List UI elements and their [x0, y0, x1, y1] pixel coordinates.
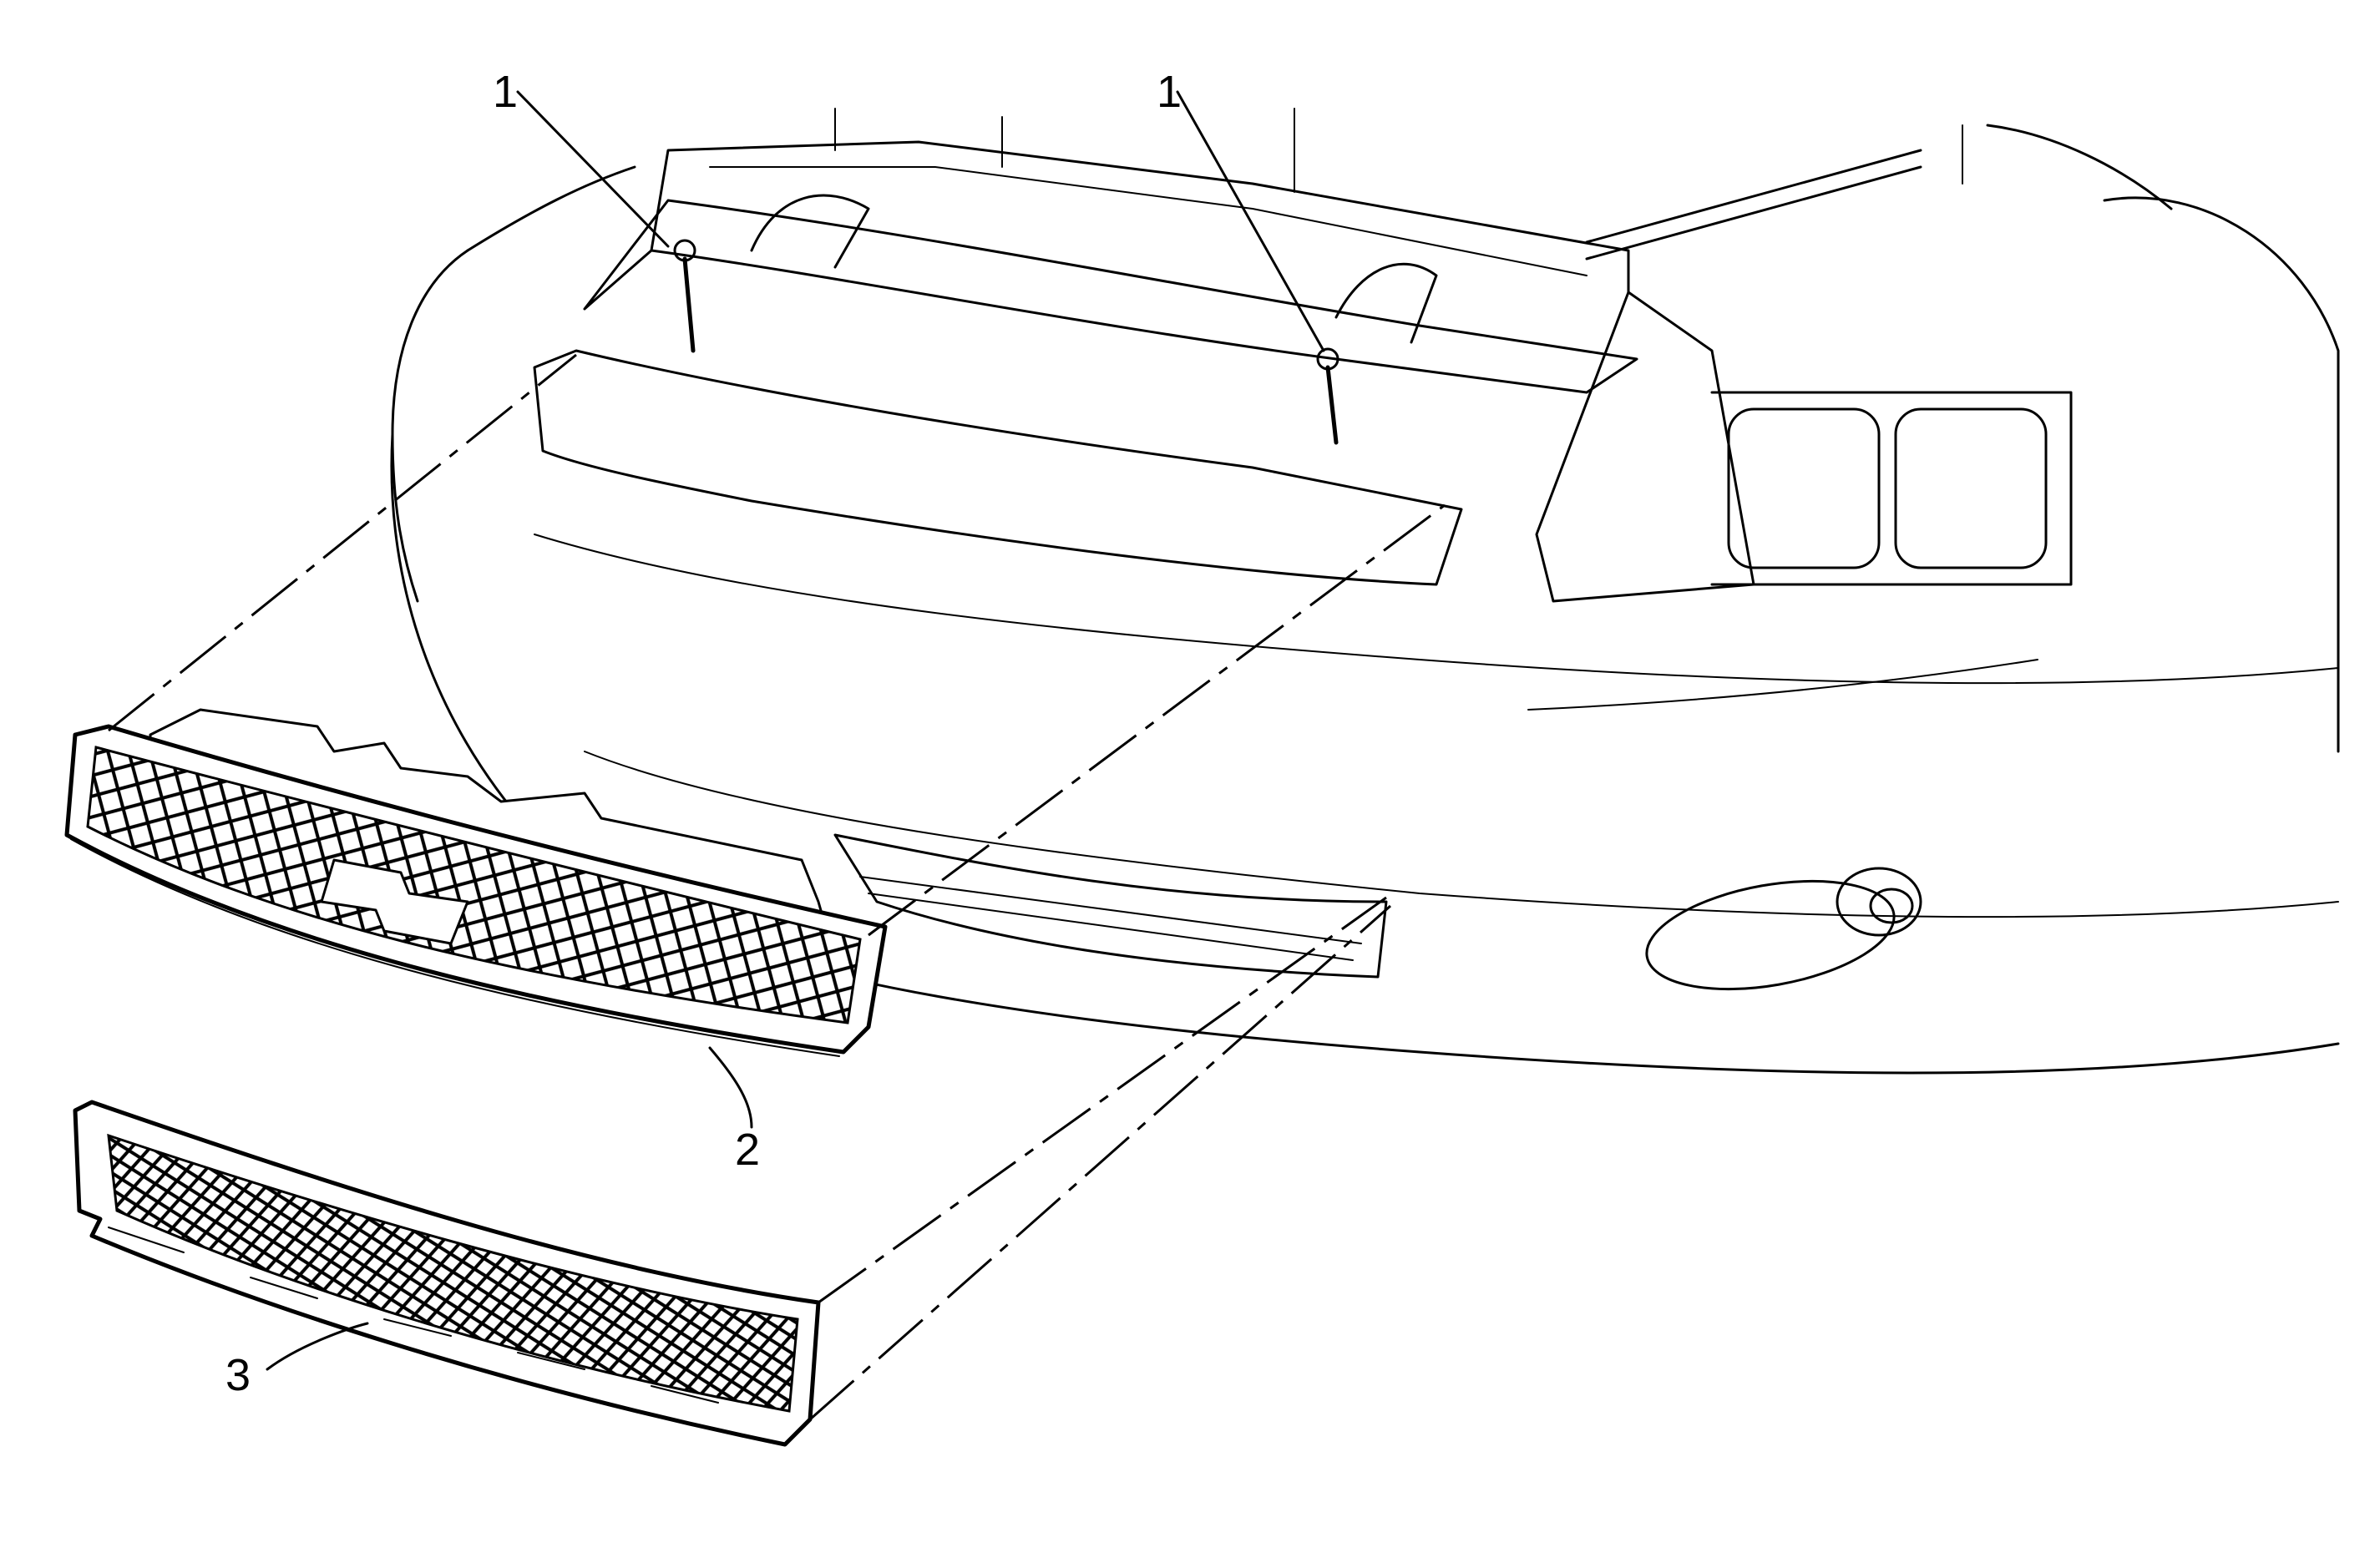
fog-lamp-lens	[1869, 888, 1914, 924]
bumper-lower-line	[584, 751, 2339, 918]
fender-right-outline	[2103, 196, 2340, 753]
radiator-support-rail	[650, 140, 1630, 294]
hood-strut	[1585, 149, 1922, 244]
leader-line-1a	[516, 90, 670, 248]
alignment-line-lower-left	[818, 896, 1387, 1304]
bumper-mid-line	[534, 534, 2339, 685]
fastener-right	[1316, 347, 1339, 445]
callout-1-left: 1	[493, 67, 518, 117]
lower-grille-mesh	[107, 1133, 799, 1413]
lower-grille-slats	[859, 876, 1362, 961]
hood-edge-left	[466, 165, 636, 252]
radiator-support-rail-inner	[709, 166, 1588, 276]
leader-line-3	[266, 1322, 369, 1371]
headlamp-opening-1	[1727, 407, 1881, 569]
upper-grille-mesh	[86, 746, 862, 1024]
alignment-line-lower-right	[809, 904, 1391, 1421]
callout-3: 3	[225, 1350, 251, 1400]
upper-grille-opening	[533, 349, 1463, 586]
fog-lamp-bezel	[1645, 879, 1896, 991]
fastener-left	[673, 239, 696, 353]
vehicle-front-end	[390, 108, 2340, 1075]
upper-grille-part	[64, 708, 888, 1057]
alignment-line-upper-left	[108, 353, 577, 732]
leader-lines	[266, 90, 1325, 1371]
hood-strut-2	[1585, 165, 1922, 261]
center-bracket-right	[1334, 262, 1438, 344]
callout-2: 2	[735, 1125, 760, 1175]
lower-grille-part	[73, 1100, 821, 1447]
radiator-support-upper	[583, 199, 1638, 394]
hood-edge-right	[1986, 124, 2173, 210]
leader-line-2	[708, 1046, 753, 1129]
callout-1-right: 1	[1157, 67, 1182, 117]
leader-line-1b	[1176, 90, 1325, 352]
fender-left-outline	[391, 249, 469, 603]
bumper-crease	[1527, 659, 2038, 711]
alignment-lines	[108, 353, 1446, 1421]
upper-grille-emblem	[320, 858, 469, 945]
headlamp-bracket	[1710, 391, 2073, 586]
bumper-fascia-outline	[390, 432, 2340, 1075]
lower-grille-tabs	[108, 1227, 719, 1404]
headlamp-opening-2	[1894, 407, 2048, 569]
engine-bay-lines	[834, 108, 1963, 193]
center-bracket-left	[750, 194, 870, 269]
fog-lamp-housing	[1836, 867, 1922, 937]
alignment-line-upper-right	[868, 503, 1446, 937]
lower-grille-opening	[833, 833, 1388, 979]
upper-grille-lip	[70, 838, 840, 1057]
headlamp-housing	[1535, 291, 1755, 603]
